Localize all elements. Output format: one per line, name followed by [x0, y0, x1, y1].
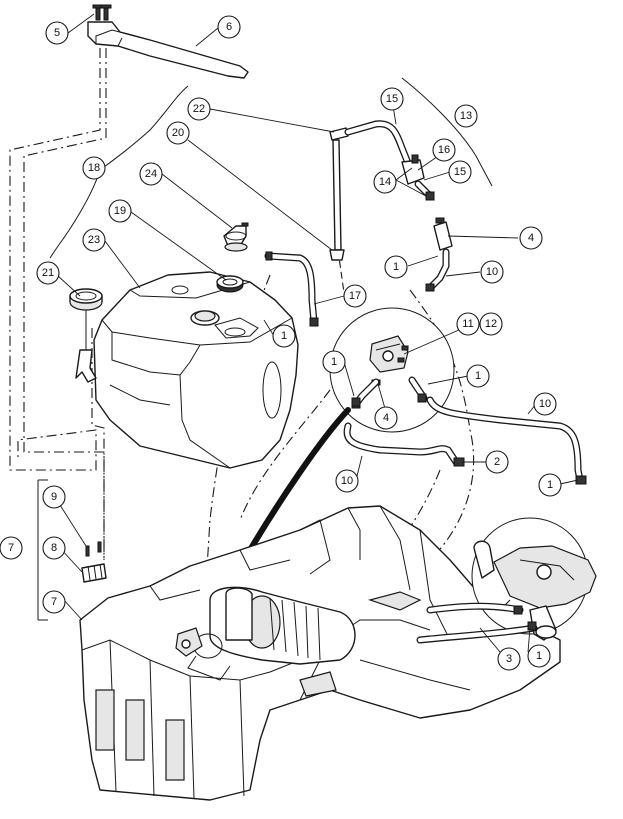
- svg-text:19: 19: [114, 205, 126, 217]
- svg-text:13: 13: [460, 110, 472, 122]
- callout-10-top: 10: [480, 260, 504, 284]
- callout-11: 11: [456, 312, 480, 336]
- callout-15-side: 15: [448, 160, 472, 184]
- svg-text:1: 1: [475, 370, 481, 382]
- callout-1-b: 1: [272, 324, 296, 348]
- callout-23: 23: [82, 228, 106, 252]
- vent-filter: [401, 154, 435, 201]
- callout-1-e: 1: [538, 473, 562, 497]
- callout-16: 16: [432, 138, 456, 162]
- callout-4-top: 4: [519, 226, 543, 250]
- mount-bracket: [81, 541, 107, 583]
- svg-text:8: 8: [51, 542, 57, 554]
- svg-text:10: 10: [341, 475, 353, 487]
- callout-10-right: 10: [533, 392, 557, 416]
- callout-1-d: 1: [466, 364, 490, 388]
- svg-text:5: 5: [54, 27, 60, 39]
- callout-12: 12: [479, 312, 503, 336]
- callout-22: 22: [187, 97, 211, 121]
- engine: [187, 586, 356, 681]
- callout-9: 9: [42, 485, 66, 509]
- callout-1-f: 1: [527, 644, 551, 668]
- svg-text:22: 22: [193, 103, 205, 115]
- svg-text:18: 18: [88, 162, 100, 174]
- svg-text:9: 9: [51, 491, 57, 503]
- svg-text:10: 10: [486, 266, 498, 278]
- svg-text:1: 1: [331, 356, 337, 368]
- callout-13: 13: [454, 104, 478, 128]
- callout-5: 5: [45, 21, 69, 45]
- svg-text:16: 16: [438, 144, 450, 156]
- svg-text:15: 15: [454, 166, 466, 178]
- callout-19: 19: [108, 199, 132, 223]
- svg-text:14: 14: [379, 176, 391, 188]
- group-braces: [37, 77, 493, 621]
- callout-3: 3: [497, 647, 521, 671]
- svg-text:4: 4: [383, 412, 389, 424]
- callout-2: 2: [485, 450, 509, 474]
- svg-text:7: 7: [51, 596, 57, 608]
- svg-text:15: 15: [386, 93, 398, 105]
- carb-hoses: [416, 602, 538, 644]
- callout-6: 6: [217, 15, 241, 39]
- svg-text:24: 24: [145, 168, 157, 180]
- svg-text:21: 21: [42, 267, 54, 279]
- svg-text:10: 10: [539, 398, 551, 410]
- inline-fuel-filter: [426, 217, 453, 292]
- svg-text:20: 20: [172, 127, 184, 139]
- callout-18: 18: [82, 156, 106, 180]
- filler-neck: [190, 310, 246, 337]
- svg-text:1: 1: [393, 261, 399, 273]
- svg-text:1: 1: [281, 330, 287, 342]
- callout-21: 21: [36, 261, 60, 285]
- vent-hose: [344, 120, 434, 200]
- fuel-tank: [93, 271, 299, 469]
- hose-clamps: [351, 283, 435, 407]
- tank-sender: [223, 222, 249, 252]
- svg-text:6: 6: [226, 21, 232, 33]
- svg-text:7: 7: [8, 542, 14, 554]
- vent-tube: [329, 127, 349, 261]
- strap-screws: [92, 4, 112, 21]
- callout-7-group: 7: [0, 536, 23, 560]
- callout-7-frame: 7: [42, 590, 66, 614]
- tank-strap-bracket: [87, 21, 249, 79]
- svg-text:17: 17: [349, 290, 361, 302]
- callout-1-c: 1: [322, 350, 346, 374]
- sender-seal-ring: [216, 275, 244, 293]
- engine-fuel-pump: [175, 627, 203, 657]
- callout-24: 24: [139, 162, 163, 186]
- return-hose: [264, 251, 319, 327]
- callout-15-top: 15: [380, 87, 404, 111]
- callout-1-a: 1: [384, 255, 408, 279]
- fuel-cap: [69, 288, 103, 383]
- svg-text:4: 4: [528, 232, 534, 244]
- callout-10-left: 10: [335, 469, 359, 493]
- fuel-hoses-lower: [343, 396, 587, 485]
- svg-text:11: 11: [462, 318, 473, 330]
- callout-4-pump: 4: [374, 406, 398, 430]
- callout-17: 17: [343, 284, 367, 308]
- callout-14: 14: [373, 170, 397, 194]
- callout-20: 20: [166, 121, 190, 145]
- fuel-pump-detail: [329, 307, 455, 433]
- svg-text:23: 23: [88, 234, 100, 246]
- svg-text:1: 1: [547, 479, 553, 491]
- svg-text:12: 12: [485, 318, 497, 330]
- svg-text:2: 2: [494, 456, 500, 468]
- callout-bubbles: 5 6 22 20 18 24 19 23 21 15 13 16 14 15 …: [0, 15, 562, 671]
- svg-text:3: 3: [506, 653, 512, 665]
- leader-lines: [57, 13, 579, 653]
- callout-8: 8: [42, 536, 66, 560]
- svg-text:1: 1: [536, 650, 542, 662]
